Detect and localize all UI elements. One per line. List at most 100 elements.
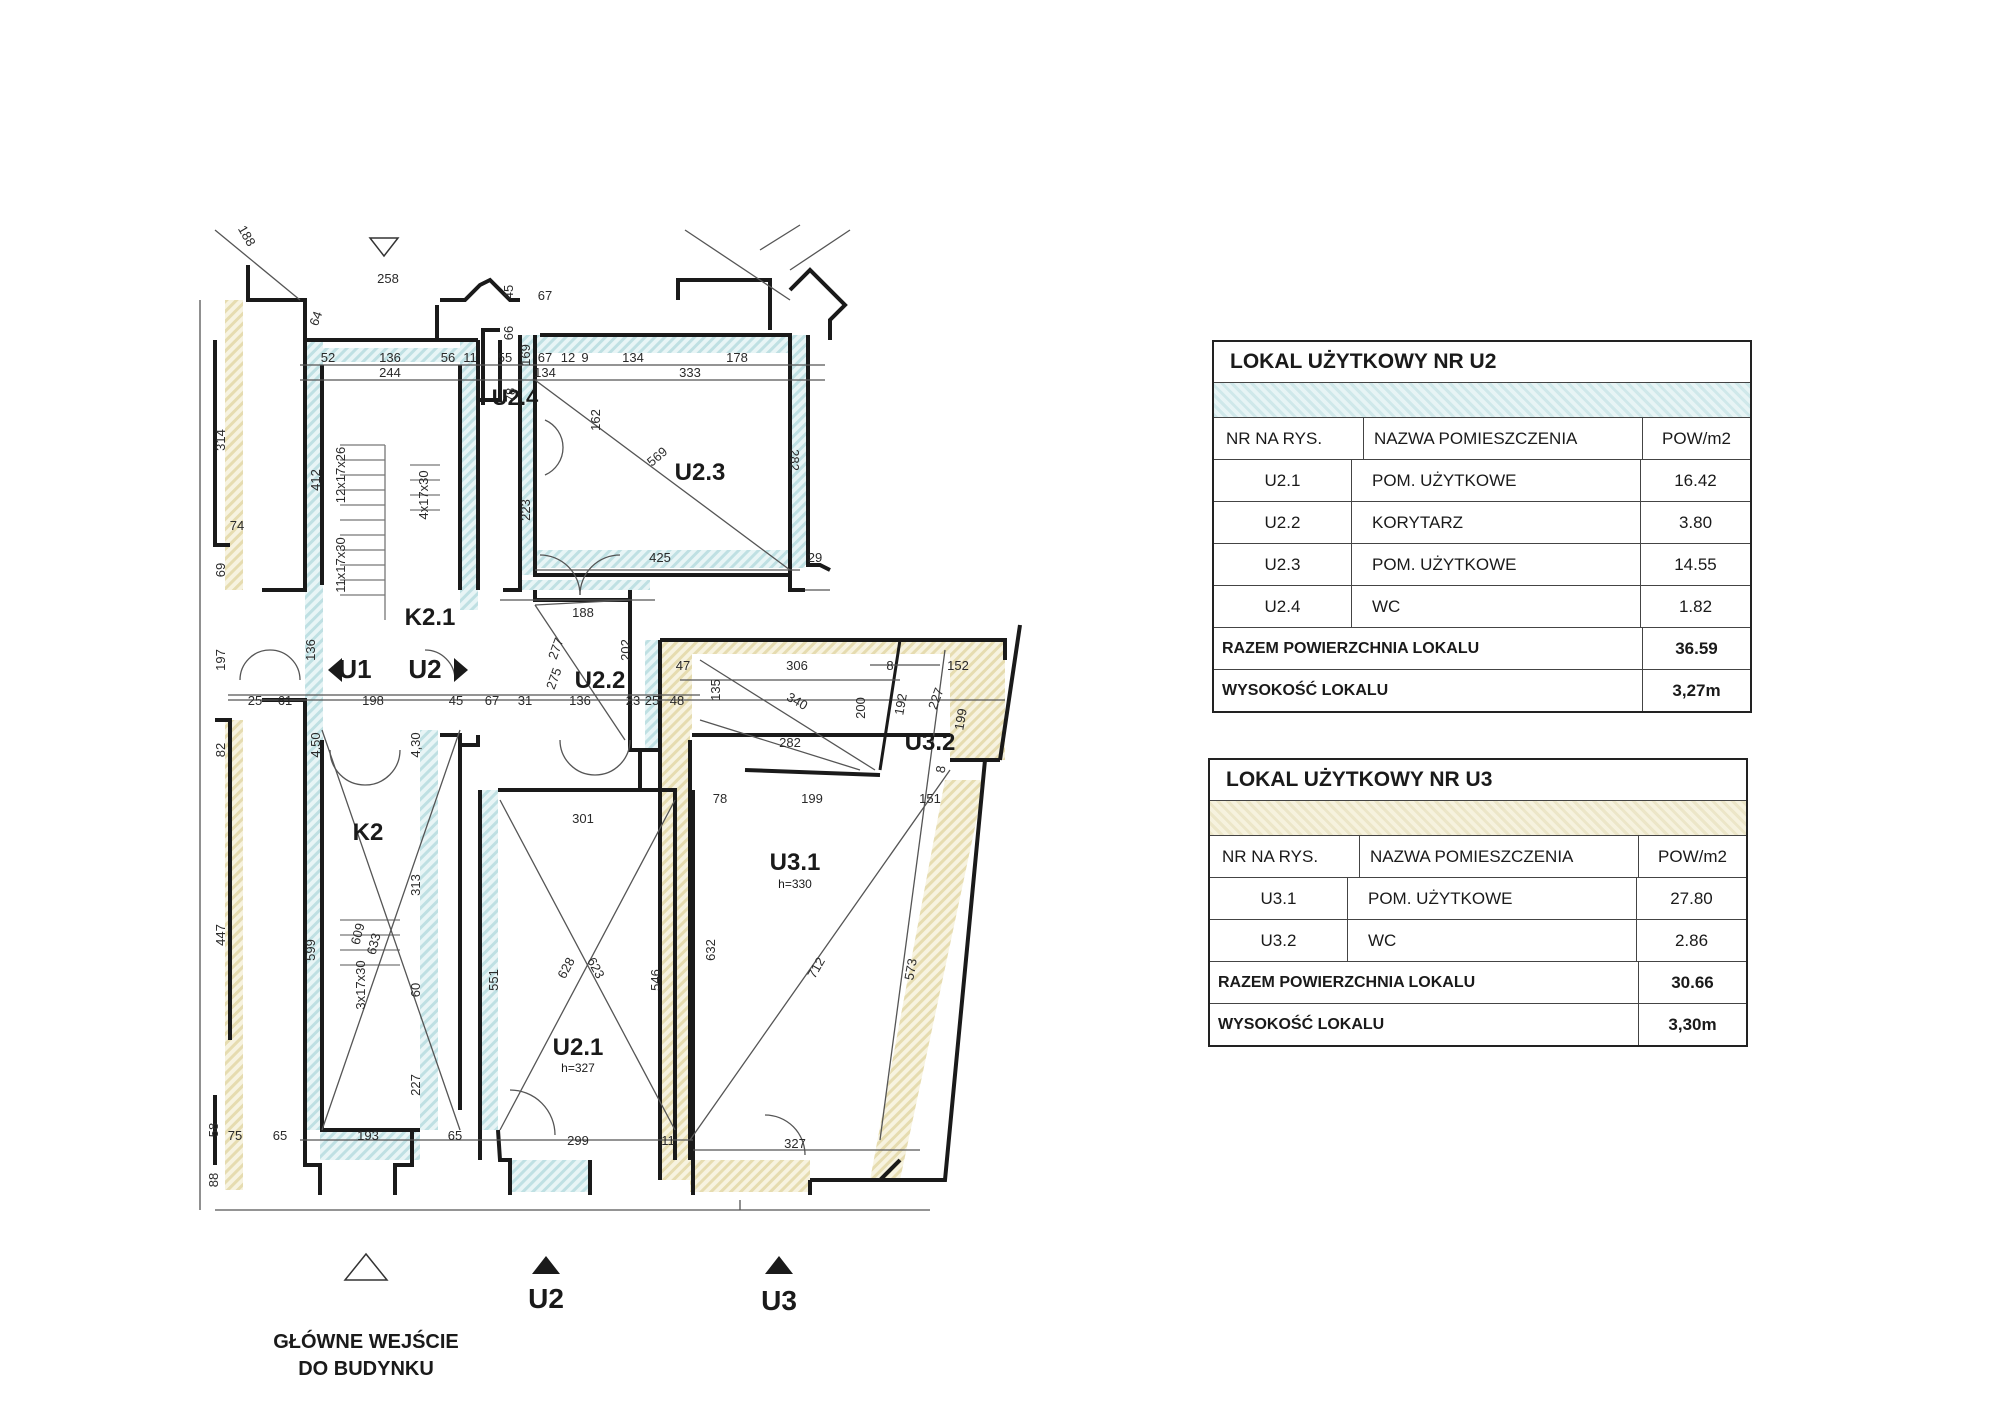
- u2-hatch-bands: [305, 335, 808, 1192]
- header-pow: POW/m2: [1662, 428, 1731, 448]
- dimension-label: 599: [303, 939, 318, 961]
- header-nazwa: NAZWA POMIESZCZENIA: [1364, 418, 1643, 459]
- dimension-label: 61: [278, 693, 292, 708]
- dimension-label: 569: [644, 444, 670, 469]
- dimension-label: 412: [308, 469, 323, 491]
- dimension-label: 314: [213, 429, 228, 451]
- dimension-label: 31: [518, 693, 532, 708]
- dimension-label: 3x17x30: [353, 960, 368, 1009]
- cell-nr: U3.2: [1210, 920, 1348, 961]
- dimension-label: 4,50: [308, 732, 323, 757]
- total-label: RAZEM POWIERZCHNIA LOKALU: [1214, 628, 1643, 669]
- dimension-label: 4,30: [408, 732, 423, 757]
- table-u2-title: LOKAL UŻYTKOWY NR U2: [1214, 342, 1750, 383]
- cell-nazwa: WC: [1348, 920, 1637, 961]
- dimension-label: 48: [670, 693, 684, 708]
- dimension-label: 425: [649, 550, 671, 565]
- cell-nr: U2.3: [1214, 544, 1352, 585]
- room-u2-2: U2.2: [575, 667, 626, 694]
- dimension-label: 188: [572, 605, 594, 620]
- dimension-label: 56: [441, 350, 455, 365]
- dimension-label: 202: [618, 639, 633, 661]
- dimension-label: 69: [213, 563, 228, 577]
- dimension-label: 64: [306, 309, 325, 328]
- dimension-label: 199: [951, 707, 970, 731]
- table-row: U2.2 KORYTARZ 3.80: [1214, 502, 1750, 544]
- cell-nr: U2.4: [1214, 586, 1352, 627]
- dimension-label: 198: [362, 693, 384, 708]
- dimension-label: 47: [676, 658, 690, 673]
- table-row: U2.4 WC 1.82: [1214, 586, 1750, 628]
- cell-nr: U3.1: [1210, 878, 1348, 919]
- dimension-label: 67: [538, 350, 552, 365]
- dimension-label: 227: [408, 1074, 423, 1096]
- table-u3-header-row: NR NA RYS. NAZWA POMIESZCZENIA POW/m2: [1210, 836, 1746, 878]
- room-u3-1-height: h=330: [778, 877, 812, 891]
- dimension-label: 136: [303, 639, 318, 661]
- dimension-label: 45: [501, 285, 516, 299]
- dimension-label: 25: [248, 693, 262, 708]
- table-u3-title: LOKAL UŻYTKOWY NR U3: [1210, 760, 1746, 801]
- dimension-label: 633: [364, 931, 384, 956]
- marker-u1: U1: [338, 654, 371, 684]
- dimension-label: 197: [213, 649, 228, 671]
- dimension-label: 11x17x30: [333, 537, 348, 592]
- dimension-label: 52: [321, 350, 335, 365]
- table-u2-total-row: RAZEM POWIERZCHNIA LOKALU 36.59: [1214, 628, 1750, 670]
- dimension-label: 134: [534, 365, 556, 380]
- u3-entrance-triangle-icon: [765, 1256, 793, 1274]
- header-pow: POW/m2: [1658, 846, 1727, 866]
- dimension-label: 192: [891, 692, 910, 716]
- dimension-label: 306: [786, 658, 808, 673]
- total-value: 36.59: [1675, 638, 1718, 658]
- table-u3-color-band: [1210, 801, 1746, 836]
- height-value: 3,30m: [1668, 1014, 1717, 1034]
- dimension-label: 712: [804, 955, 828, 981]
- dimension-label: 136: [569, 693, 591, 708]
- dimension-label: 227: [925, 686, 947, 712]
- entrance-u3-label: U3: [761, 1285, 797, 1316]
- dimension-label: 78: [503, 388, 518, 402]
- dimension-label: 134: [622, 350, 644, 365]
- dimension-label: 66: [501, 326, 516, 340]
- total-value: 30.66: [1671, 972, 1714, 992]
- dimensions: 258 67 45 66 64 188 52 136 56 11 55 67 1…: [206, 223, 970, 1188]
- room-k2: K2: [353, 819, 384, 846]
- dimension-label: 152: [947, 658, 969, 673]
- dimension-label: 609: [348, 921, 368, 946]
- dimension-label: 546: [648, 969, 663, 991]
- dimension-label: 258: [377, 271, 399, 286]
- cell-nazwa: POM. UŻYTKOWE: [1352, 544, 1641, 585]
- dimension-label: 199: [801, 791, 823, 806]
- table-u2-header-row: NR NA RYS. NAZWA POMIESZCZENIA POW/m2: [1214, 418, 1750, 460]
- dimension-label: 67: [538, 288, 552, 303]
- dimension-label: 88: [206, 1173, 221, 1187]
- dimension-label: 23: [626, 693, 640, 708]
- cell-nazwa: POM. UŻYTKOWE: [1348, 878, 1637, 919]
- dimension-label: 45: [449, 693, 463, 708]
- table-row: U2.1 POM. UŻYTKOWE 16.42: [1214, 460, 1750, 502]
- table-row: U3.1 POM. UŻYTKOWE 27.80: [1210, 878, 1746, 920]
- dimension-label: 25: [645, 693, 659, 708]
- dimension-label: 447: [213, 924, 228, 946]
- entrance-u2-label: U2: [528, 1283, 564, 1314]
- marker-u2: U2: [408, 654, 441, 684]
- dimension-label: 178: [726, 350, 748, 365]
- dimension-label: 58: [206, 1123, 221, 1137]
- dimension-label: 169: [518, 344, 533, 366]
- thin-lines: [199, 224, 1005, 1211]
- dimension-label: 632: [703, 939, 718, 961]
- room-u2-4: U2.4: [492, 385, 539, 410]
- dimension-label: 12: [561, 350, 575, 365]
- entrance-markers: [343, 237, 793, 1281]
- dimension-label: 327: [784, 1136, 806, 1151]
- room-k2-1: K2.1: [405, 604, 456, 631]
- dimension-label: 628: [554, 955, 577, 981]
- dimension-label: 4x17x30: [416, 470, 431, 519]
- dimension-label: 82: [213, 743, 228, 757]
- main-entrance-triangle-icon: [343, 1252, 389, 1281]
- dimension-label: 11: [463, 350, 477, 365]
- table-lokal-u2: LOKAL UŻYTKOWY NR U2 NR NA RYS. NAZWA PO…: [1212, 340, 1752, 713]
- dimension-label: 188: [235, 223, 259, 249]
- dimension-label: 623: [584, 955, 607, 981]
